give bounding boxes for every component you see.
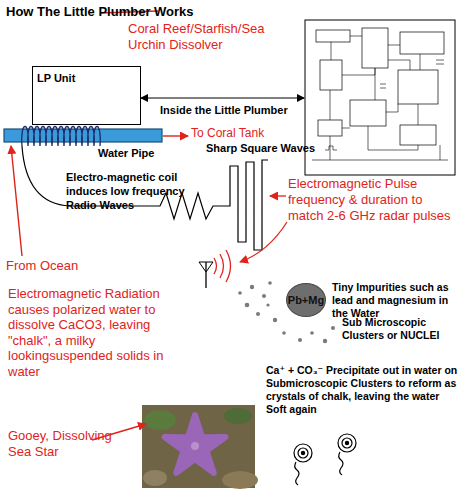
flow-label: From Ocean <box>6 258 96 273</box>
cluster-note: Sub Microscopic Clusters or NUCLEI <box>342 316 460 342</box>
crystal-symbol <box>294 434 356 485</box>
double-arrow <box>141 97 304 98</box>
inflow-arrow <box>11 146 22 256</box>
pointer-arrow <box>240 222 287 262</box>
coil-wire <box>22 146 268 250</box>
outflow-arrow <box>163 135 188 136</box>
diagram-title: How The Little Plumber Works <box>6 4 194 19</box>
link-label: Inside the Little Plumber <box>160 104 305 117</box>
subtitle-note: Coral Reef/Starfish/Sea Urchin Dissolver <box>128 21 298 53</box>
pulse-note: Electromagnetic Pulse frequency & durati… <box>288 176 460 224</box>
coil <box>22 127 101 147</box>
pipe-label: Water Pipe <box>98 147 168 160</box>
pointer-arrow <box>270 195 286 196</box>
antenna-symbol <box>199 250 231 288</box>
unit-box: LP Unit <box>32 66 141 125</box>
schematic-figure <box>305 20 455 175</box>
circle-text: Pb+Mg <box>288 294 324 307</box>
impurity-circle: Pb+Mg <box>286 283 326 317</box>
impurity-note: Tiny Impurities such as lead and magnesi… <box>332 281 464 320</box>
coil-note: Electro-magnetic coil induces low freque… <box>66 170 216 212</box>
radiation-note: Electromagnetic Radiation causes polariz… <box>8 286 188 379</box>
box-text: LP Unit <box>37 72 136 85</box>
photo-caption: Gooey, Dissolving Sea Star <box>8 428 133 460</box>
impurity-dots <box>238 281 339 343</box>
starfish-photo <box>142 405 258 489</box>
flow-label: To Coral Tank <box>191 126 301 140</box>
precipitate-note: Ca⁺ + CO₃⁻ Precipitate out in water on S… <box>266 364 462 416</box>
wave-label: Sharp Square Waves <box>206 142 326 155</box>
